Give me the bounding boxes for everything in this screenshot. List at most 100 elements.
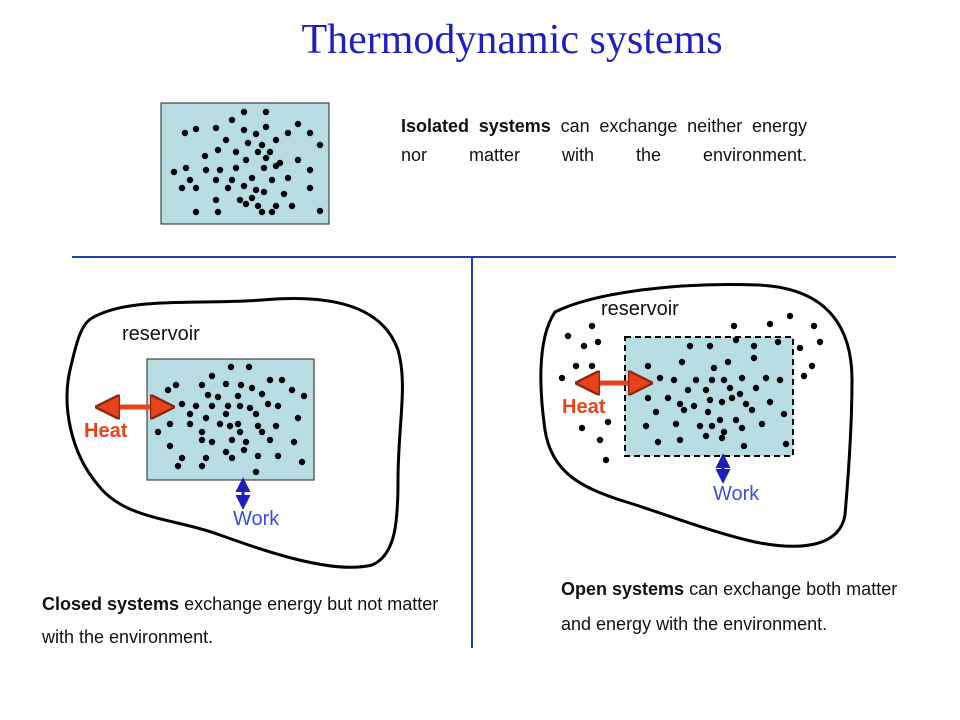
- particle-dot: [236, 428, 244, 436]
- particle-dot: [268, 208, 276, 216]
- closed-title: Closed systems: [42, 594, 180, 614]
- particle-dot: [266, 436, 274, 444]
- particle-dot: [766, 320, 774, 328]
- particle-dot: [201, 152, 209, 160]
- particle-dot: [810, 322, 818, 330]
- particle-dot: [216, 166, 224, 174]
- particle-dot: [178, 454, 186, 462]
- particle-dot: [228, 454, 236, 462]
- particle-dot: [738, 374, 746, 382]
- particle-dot: [740, 442, 748, 450]
- particle-dot: [246, 404, 254, 412]
- particle-dot: [578, 424, 586, 432]
- particle-dot: [736, 390, 744, 398]
- particle-dot: [710, 364, 718, 372]
- particle-dot: [234, 420, 242, 428]
- particle-dot: [214, 146, 222, 154]
- closed-reservoir-outline: [65, 297, 404, 569]
- particle-dot: [588, 322, 596, 330]
- particle-dot: [222, 410, 230, 418]
- particle-dot: [718, 434, 726, 442]
- particle-dot: [222, 380, 230, 388]
- particle-dot: [316, 207, 324, 215]
- particle-dot: [186, 420, 194, 428]
- particle-dot: [800, 372, 808, 380]
- particle-dot: [174, 462, 182, 470]
- particle-dot: [198, 381, 206, 389]
- particle-dot: [198, 462, 206, 470]
- particle-dot: [680, 406, 688, 414]
- particle-dot: [704, 408, 712, 416]
- particle-dot: [192, 208, 200, 216]
- closed-work-label: Work: [233, 508, 280, 530]
- particle-dot: [264, 400, 272, 408]
- particle-dot: [222, 136, 230, 144]
- particle-dot: [726, 384, 734, 392]
- particle-dot: [268, 176, 276, 184]
- particle-dot: [258, 390, 266, 398]
- particle-dot: [212, 196, 220, 204]
- particle-dot: [742, 400, 750, 408]
- particle-dot: [166, 442, 174, 450]
- particle-dot: [720, 428, 728, 436]
- particle-dot: [266, 148, 274, 156]
- closed-particles: [154, 363, 308, 476]
- particle-dot: [604, 418, 612, 426]
- particle-dot: [186, 410, 194, 418]
- particle-dot: [204, 391, 212, 399]
- particle-dot: [254, 452, 262, 460]
- particle-dot: [178, 184, 186, 192]
- particle-dot: [258, 208, 266, 216]
- particle-dot: [686, 342, 694, 350]
- particle-dot: [702, 432, 710, 440]
- closed-text: exchange energy but not matter with the …: [42, 594, 439, 647]
- particle-dot: [248, 384, 256, 392]
- open-heat-label: Heat: [562, 396, 606, 418]
- open-text: can exchange both matter and energy with…: [561, 579, 898, 634]
- particle-dot: [240, 108, 248, 116]
- particle-dot: [564, 332, 572, 340]
- page-title: Thermodynamic systems: [301, 17, 723, 63]
- particle-dot: [684, 386, 692, 394]
- particle-dot: [192, 402, 200, 410]
- particle-dot: [164, 386, 172, 394]
- particle-dot: [280, 190, 288, 198]
- particle-dot: [288, 386, 296, 394]
- particle-dot: [192, 184, 200, 192]
- particle-dot: [718, 398, 726, 406]
- isolated-particles: [170, 108, 324, 216]
- particle-dot: [181, 129, 189, 137]
- particle-dot: [706, 396, 714, 404]
- particle-dot: [252, 130, 260, 138]
- particle-dot: [202, 414, 210, 422]
- particle-dot: [182, 164, 190, 172]
- particle-dot: [248, 174, 256, 182]
- particle-dot: [692, 376, 700, 384]
- particle-dot: [690, 402, 698, 410]
- particle-dot: [166, 420, 174, 428]
- particle-dot: [730, 322, 738, 330]
- particle-dot: [232, 164, 240, 172]
- particle-dot: [240, 126, 248, 134]
- particle-dot: [226, 422, 234, 430]
- particle-dot: [708, 376, 716, 384]
- particle-dot: [780, 410, 788, 418]
- particle-dot: [202, 166, 210, 174]
- particle-dot: [728, 394, 736, 402]
- particle-dot: [240, 182, 248, 190]
- particle-dot: [245, 363, 253, 371]
- closed-system-box: [146, 358, 315, 481]
- closed-reservoir-label: reservoir: [122, 323, 200, 345]
- particle-dot: [252, 468, 260, 476]
- particle-dot: [260, 164, 268, 172]
- open-reservoir-outline: [539, 282, 854, 548]
- particle-dot: [212, 124, 220, 132]
- particle-dot: [588, 362, 596, 370]
- particle-dot: [766, 398, 774, 406]
- particle-dot: [198, 428, 206, 436]
- particle-dot: [750, 354, 758, 362]
- particle-dot: [258, 428, 266, 436]
- particle-dot: [208, 438, 216, 446]
- particle-dot: [240, 446, 248, 454]
